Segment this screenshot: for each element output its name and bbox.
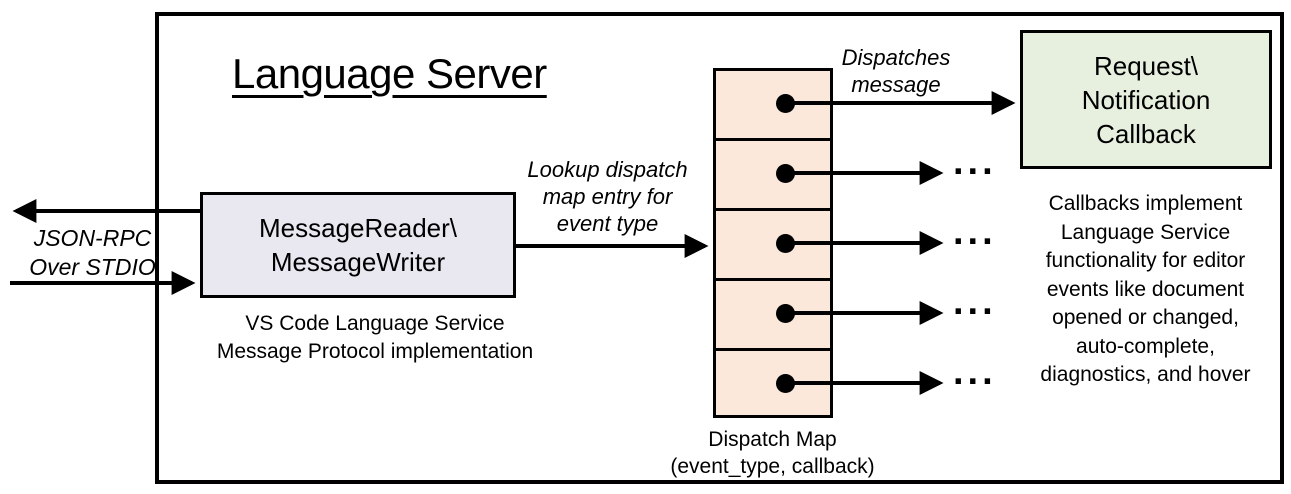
ellipsis-row-5: ... [953, 351, 997, 393]
json-rpc-stdio-label: JSON-RPC Over STDIO [29, 225, 156, 280]
diagram-title: Language Server [232, 50, 547, 97]
dispatch-map [713, 68, 833, 418]
message-reader-writer-box: MessageReader\ MessageWriter [200, 192, 516, 298]
dispatch-map-caption: Dispatch Map (event_type, callback) [670, 428, 875, 478]
ellipsis-row-3: ... [953, 211, 997, 253]
lookup-dispatch-label: Lookup dispatch map entry for event type [527, 157, 688, 236]
dispatch-map-cell-divider [716, 348, 830, 351]
dispatch-entry-dot [776, 234, 795, 253]
ellipsis-row-4: ... [953, 281, 997, 323]
dispatch-entry-dot [776, 164, 795, 183]
reader-caption: VS Code Language Service Message Protoco… [216, 312, 534, 363]
dispatch-entry-dot [776, 94, 795, 113]
dispatch-entry-dot [776, 374, 795, 393]
dispatch-map-cell-divider [716, 208, 830, 211]
callbacks-note: Callbacks implement Language Service fun… [1040, 192, 1251, 386]
message-reader-writer-label: MessageReader\ MessageWriter [259, 213, 457, 277]
language-server-boundary-box [155, 12, 1284, 484]
ellipsis-row-2: ... [953, 141, 997, 183]
dispatch-map-cell-divider [716, 278, 830, 281]
request-notification-callback-box: Request\ Notification Callback [1020, 30, 1272, 169]
dispatch-entry-dot [776, 304, 795, 323]
request-notification-callback-label: Request\ Notification Callback [1081, 50, 1211, 149]
dispatches-message-label: Dispatches message [841, 45, 951, 97]
dispatch-map-cell-divider [716, 138, 830, 141]
